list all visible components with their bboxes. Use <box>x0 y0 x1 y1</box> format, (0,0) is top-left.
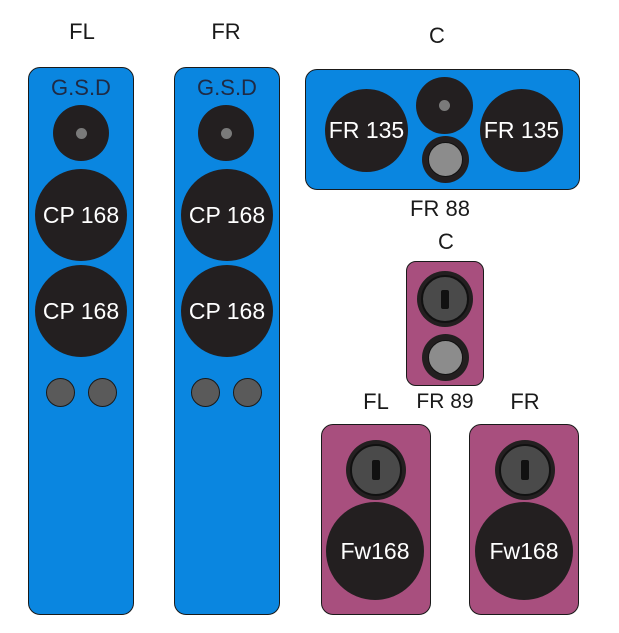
tweeter-slot-icon <box>521 460 529 480</box>
center-blue-label: C <box>429 23 445 48</box>
fl-tower-port-left <box>46 378 75 407</box>
fr-tower-port-right <box>233 378 262 407</box>
fr-bookshelf-woofer: Fw168 <box>475 502 573 600</box>
fullrange-cone-icon <box>428 142 463 177</box>
tweeter-dome-icon <box>75 127 87 139</box>
fl-bookshelf-cabinet: Fw168 <box>321 424 431 615</box>
tweeter-dome-icon <box>439 100 450 111</box>
center-purple-label: C <box>438 229 454 254</box>
tweeter-waveguide-icon <box>499 444 551 496</box>
fl-tower-port-right <box>88 378 117 407</box>
fl-bookshelf-woofer: Fw168 <box>326 502 424 600</box>
fr-bookshelf-label: FR <box>510 389 540 414</box>
fr-tower-tweeter <box>198 105 254 161</box>
center-blue-fullrange-driver <box>422 136 469 183</box>
fl-bookshelf-tweeter <box>346 440 406 500</box>
fl-tower-woofer-bottom: CP 168 <box>35 265 127 357</box>
tweeter-dome-icon <box>220 127 232 139</box>
tweeter-slot-icon <box>441 290 449 309</box>
fr-tower-cabinet: G.S.D CP 168 CP 168 <box>174 67 280 615</box>
fl-tower-brand: G.S.D <box>51 75 111 100</box>
center-blue-woofer-right: FR 135 <box>480 89 563 172</box>
fr-tower-label: FR <box>211 19 241 44</box>
fl-bookshelf-label: FL <box>363 389 389 414</box>
fl-tower-label: FL <box>69 19 95 44</box>
fl-tower-tweeter <box>53 105 109 161</box>
fr-tower-woofer-bottom: CP 168 <box>181 265 273 357</box>
fr-tower-woofer-top: CP 168 <box>181 169 273 261</box>
center-purple-caption: FR 89 <box>416 390 474 413</box>
tweeter-waveguide-icon <box>421 275 469 323</box>
fr-tower-brand: G.S.D <box>197 75 257 100</box>
fr-bookshelf-cabinet: Fw168 <box>469 424 579 615</box>
center-purple-tweeter <box>417 271 473 327</box>
center-blue-cabinet: FR 135 FR 135 <box>305 69 580 190</box>
tweeter-waveguide-icon <box>350 444 402 496</box>
center-purple-fullrange-driver <box>422 334 469 381</box>
center-blue-tweeter <box>416 77 473 134</box>
fl-tower-cabinet: G.S.D CP 168 CP 168 <box>28 67 134 615</box>
fl-tower-woofer-top: CP 168 <box>35 169 127 261</box>
tweeter-slot-icon <box>372 460 380 480</box>
center-blue-caption: FR 88 <box>410 196 470 221</box>
center-blue-woofer-left: FR 135 <box>325 89 408 172</box>
fr-bookshelf-tweeter <box>495 440 555 500</box>
fr-tower-port-left <box>191 378 220 407</box>
center-purple-cabinet <box>406 261 484 386</box>
fullrange-cone-icon <box>428 340 463 375</box>
